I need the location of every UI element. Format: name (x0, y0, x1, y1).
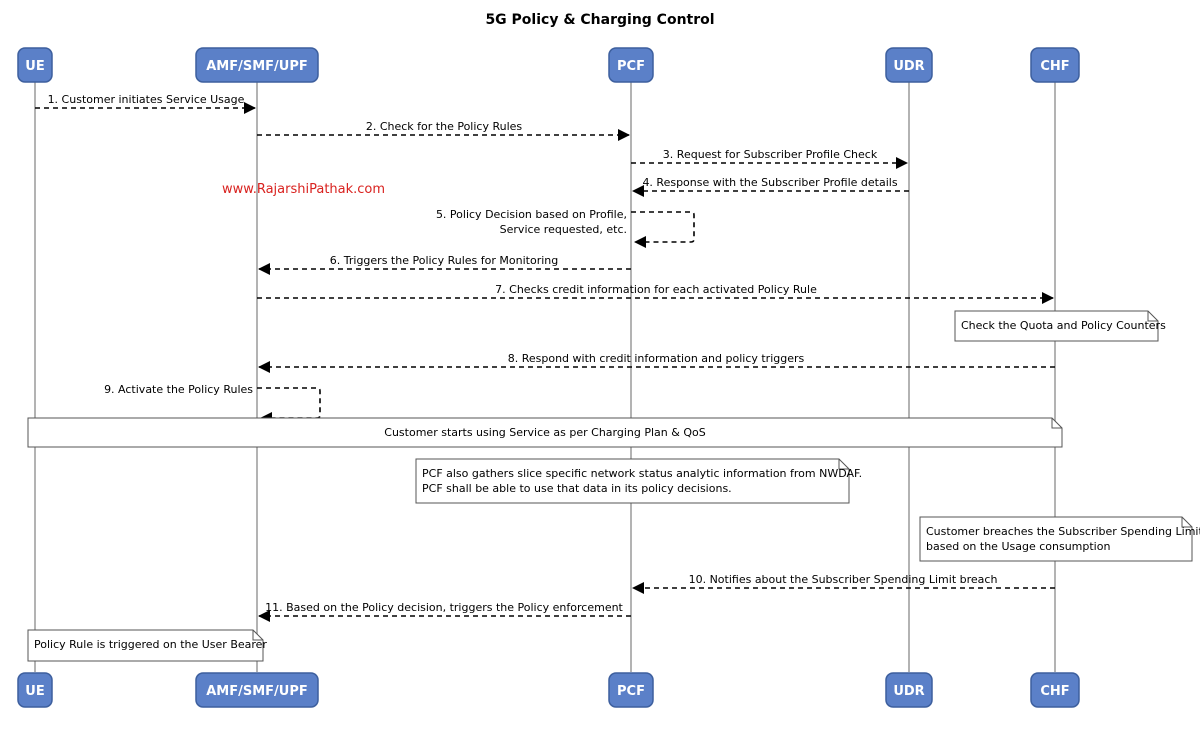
participant-label: CHF (1040, 59, 1069, 74)
participant-ue-top: UE (17, 47, 53, 83)
note-corner (1051, 418, 1062, 429)
message-label: 1. Customer initiates Service Usage (48, 93, 245, 106)
message-label: 4. Response with the Subscriber Profile … (642, 176, 897, 189)
message-11: 11. Based on the Policy decision, trigge… (258, 601, 631, 622)
message-label: 11. Based on the Policy decision, trigge… (265, 601, 623, 614)
self-message-arrow (257, 387, 321, 424)
participant-label: UDR (893, 59, 924, 74)
note-text: Check the Quota and Policy Counters (961, 319, 1166, 332)
note-text: Customer starts using Service as per Cha… (384, 426, 705, 439)
participant-pcf-top: PCF (608, 47, 654, 83)
message-label: 6. Triggers the Policy Rules for Monitor… (330, 254, 558, 267)
participant-ue-bottom: UE (17, 672, 53, 708)
self-message-arrow (631, 211, 695, 248)
message-9: 9. Activate the Policy Rules (104, 383, 321, 424)
message-7: 7. Checks credit information for each ac… (257, 283, 1054, 304)
message-8: 8. Respond with credit information and p… (258, 352, 1055, 373)
note-corner (838, 459, 849, 470)
note-text: PCF also gathers slice specific network … (422, 467, 862, 480)
message-label: 3. Request for Subscriber Profile Check (663, 148, 878, 161)
message-1: 1. Customer initiates Service Usage (35, 93, 256, 114)
message-label: Service requested, etc. (500, 223, 627, 236)
note-box (919, 516, 1193, 562)
participant-box (17, 672, 53, 708)
participants: UE UE AMF/SMF/UPF AMF/SMF/UPF PCF PCF UDR UDR CH… (17, 47, 1080, 708)
participant-box (885, 672, 933, 708)
message-label: 9. Activate the Policy Rules (104, 383, 253, 396)
messages: 1. Customer initiates Service Usage 2. Ch… (35, 93, 1055, 622)
participant-label: PCF (617, 684, 645, 699)
note-2: Customer starts using Service as per Cha… (27, 417, 1063, 448)
note-corner (1147, 311, 1158, 322)
note-text: Policy Rule is triggered on the User Bea… (34, 638, 267, 651)
note-text: PCF shall be able to use that data in it… (422, 482, 732, 495)
message-label: 2. Check for the Policy Rules (366, 120, 523, 133)
note-corner (252, 630, 263, 641)
message-label: 8. Respond with credit information and p… (508, 352, 805, 365)
participant-box (1030, 672, 1080, 708)
participant-box (608, 47, 654, 83)
note-1: Check the Quota and Policy Counters (954, 310, 1166, 342)
note-corner (1181, 517, 1192, 528)
participant-udr-top: UDR (885, 47, 933, 83)
participant-label: CHF (1040, 684, 1069, 699)
participant-udr-bottom: UDR (885, 672, 933, 708)
participant-chf-bottom: CHF (1030, 672, 1080, 708)
participant-label: PCF (617, 59, 645, 74)
diagram-title: 5G Policy & Charging Control (485, 12, 714, 28)
message-label: 5. Policy Decision based on Profile, (436, 208, 627, 221)
participant-box (195, 47, 319, 83)
participant-box (608, 672, 654, 708)
participant-label: UE (25, 684, 44, 699)
note-box (954, 310, 1159, 342)
note-4: Customer breaches the Subscriber Spendin… (919, 516, 1200, 562)
participant-pcf-bottom: PCF (608, 672, 654, 708)
note-box (27, 417, 1063, 448)
message-10: 10. Notifies about the Subscriber Spendi… (632, 573, 1055, 594)
note-box (27, 629, 264, 662)
participant-amf-top: AMF/SMF/UPF (195, 47, 319, 83)
message-4: 4. Response with the Subscriber Profile … (632, 176, 909, 197)
participant-box (17, 47, 53, 83)
participant-label: AMF/SMF/UPF (206, 59, 308, 74)
message-label: 10. Notifies about the Subscriber Spendi… (689, 573, 998, 586)
message-5: 5. Policy Decision based on Profile, Serv… (436, 208, 695, 248)
note-box (415, 458, 850, 504)
message-label: 7. Checks credit information for each ac… (495, 283, 817, 296)
participant-chf-top: CHF (1030, 47, 1080, 83)
notes: Check the Quota and Policy CountersCusto… (27, 310, 1200, 662)
watermark: www.RajarshiPathak.com (222, 182, 385, 197)
note-5: Policy Rule is triggered on the User Bea… (27, 629, 267, 662)
participant-amf-bottom: AMF/SMF/UPF (195, 672, 319, 708)
note-text: based on the Usage consumption (926, 540, 1110, 553)
message-3: 3. Request for Subscriber Profile Check (631, 148, 908, 169)
participant-label: UDR (893, 684, 924, 699)
participant-box (1030, 47, 1080, 83)
note-3: PCF also gathers slice specific network … (415, 458, 862, 504)
participant-box (195, 672, 319, 708)
participant-box (885, 47, 933, 83)
message-2: 2. Check for the Policy Rules (257, 120, 630, 141)
message-6: 6. Triggers the Policy Rules for Monitor… (258, 254, 631, 275)
note-text: Customer breaches the Subscriber Spendin… (926, 525, 1200, 538)
lifelines (34, 80, 1056, 672)
participant-label: UE (25, 59, 44, 74)
participant-label: AMF/SMF/UPF (206, 684, 308, 699)
